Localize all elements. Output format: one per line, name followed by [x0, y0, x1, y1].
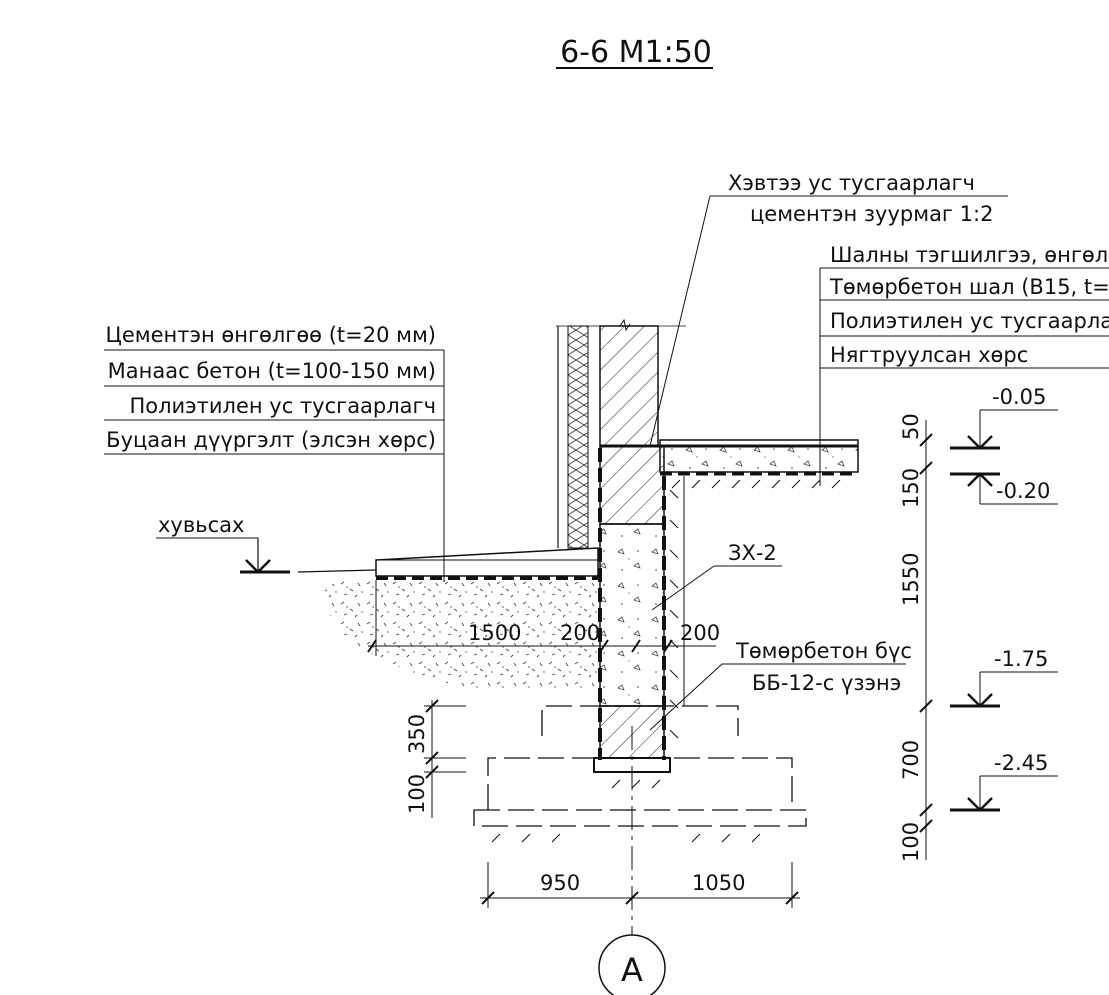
svg-text:200: 200: [680, 621, 720, 645]
svg-text:Цементэн өнгөлгөө (t=20 мм): Цементэн өнгөлгөө (t=20 мм): [106, 323, 436, 347]
block-label: ЗХ-2: [651, 541, 782, 611]
dimension-line-bottom: 950 1050: [480, 862, 800, 908]
svg-text:Төмөрбетон шал (В15, t=150 мм): Төмөрбетон шал (В15, t=150 мм): [829, 275, 1109, 299]
svg-text:100: 100: [899, 822, 923, 862]
foundation-block-zx2: [599, 523, 665, 707]
svg-text:-1.75: -1.75: [994, 647, 1048, 671]
svg-text:Полиэтилен ус тусгаарлагч: Полиэтилен ус тусгаарлагч: [129, 394, 436, 418]
level-mark-l1: -0.05: [950, 385, 1058, 450]
svg-text:Полиэтилен ус тусгаарлагч: Полиэтилен ус тусгаарлагч: [830, 309, 1109, 333]
callout-right: Шалны тэгшилгээ, өнгөлгөө Төмөрбетон шал…: [819, 243, 1109, 486]
apron-slab: [375, 547, 599, 577]
callout-top: Хэвтээ ус тусгаарлагч цементэн зуурмаг 1…: [649, 171, 1008, 447]
wall-insulation: [567, 325, 589, 549]
svg-text:1500: 1500: [468, 621, 521, 645]
svg-text:-2.45: -2.45: [994, 751, 1048, 775]
svg-text:Манаас бетон (t=100-150 мм): Манаас бетон (t=100-150 мм): [108, 359, 436, 383]
level-mark-l4: -2.45: [950, 751, 1058, 812]
level-mark-l2: -0.20: [950, 472, 1058, 505]
svg-text:350: 350: [405, 714, 429, 754]
svg-text:цементэн зуурмаг 1:2: цементэн зуурмаг 1:2: [750, 202, 993, 226]
svg-text:Хэвтээ ус тусгаарлагч: Хэвтээ ус тусгаарлагч: [728, 171, 975, 195]
ground-line: [297, 569, 377, 573]
foundation-wall-upper: [599, 445, 665, 525]
level-mark-l3: -1.75: [950, 647, 1058, 708]
beam-label: Төмөрбетон бүс ББ-12-с үзэнэ: [649, 639, 912, 731]
svg-text:ЗХ-2: ЗХ-2: [728, 541, 777, 565]
ground-level-mark: хувьсах: [156, 513, 290, 574]
svg-text:ББ-12-с үзэнэ: ББ-12-с үзэнэ: [752, 671, 901, 695]
svg-text:150: 150: [899, 468, 923, 508]
drawing-title: 6-6 М1:50: [560, 35, 712, 70]
dimension-vertical-right: 50 150 1550 700 100: [899, 413, 933, 862]
svg-text:Буцаан дүүргэлт (элсэн хөрс): Буцаан дүүргэлт (элсэн хөрс): [106, 428, 436, 452]
axis-label: А: [621, 951, 643, 989]
svg-text:1050: 1050: [692, 871, 745, 895]
svg-text:100: 100: [405, 774, 429, 814]
axis-bubble: [598, 934, 666, 995]
wall-masonry: [599, 325, 659, 447]
svg-text:50: 50: [899, 413, 923, 440]
svg-text:хувьсах: хувьсах: [158, 513, 244, 537]
svg-text:200: 200: [560, 621, 600, 645]
svg-text:1550: 1550: [899, 553, 923, 606]
svg-text:Нягтруулсан хөрс: Нягтруулсан хөрс: [830, 343, 1028, 367]
footing-dashed-outline: [473, 705, 807, 827]
svg-text:-0.05: -0.05: [992, 385, 1046, 409]
svg-text:Төмөрбетон бүс: Төмөрбетон бүс: [735, 639, 912, 663]
svg-text:950: 950: [540, 871, 580, 895]
svg-text:-0.20: -0.20: [996, 479, 1050, 503]
svg-text:700: 700: [899, 740, 923, 780]
svg-text:Шалны тэгшилгээ, өнгөлгөө: Шалны тэгшилгээ, өнгөлгөө: [830, 243, 1109, 267]
dimension-line-middle: 1500 200 200: [367, 580, 720, 656]
callout-left: Цементэн өнгөлгөө (t=20 мм) Манаас бетон…: [104, 323, 445, 582]
backfill-sand: [325, 578, 598, 688]
dimension-vertical-left: 350 100: [405, 699, 466, 818]
floor-slab: [659, 439, 859, 473]
